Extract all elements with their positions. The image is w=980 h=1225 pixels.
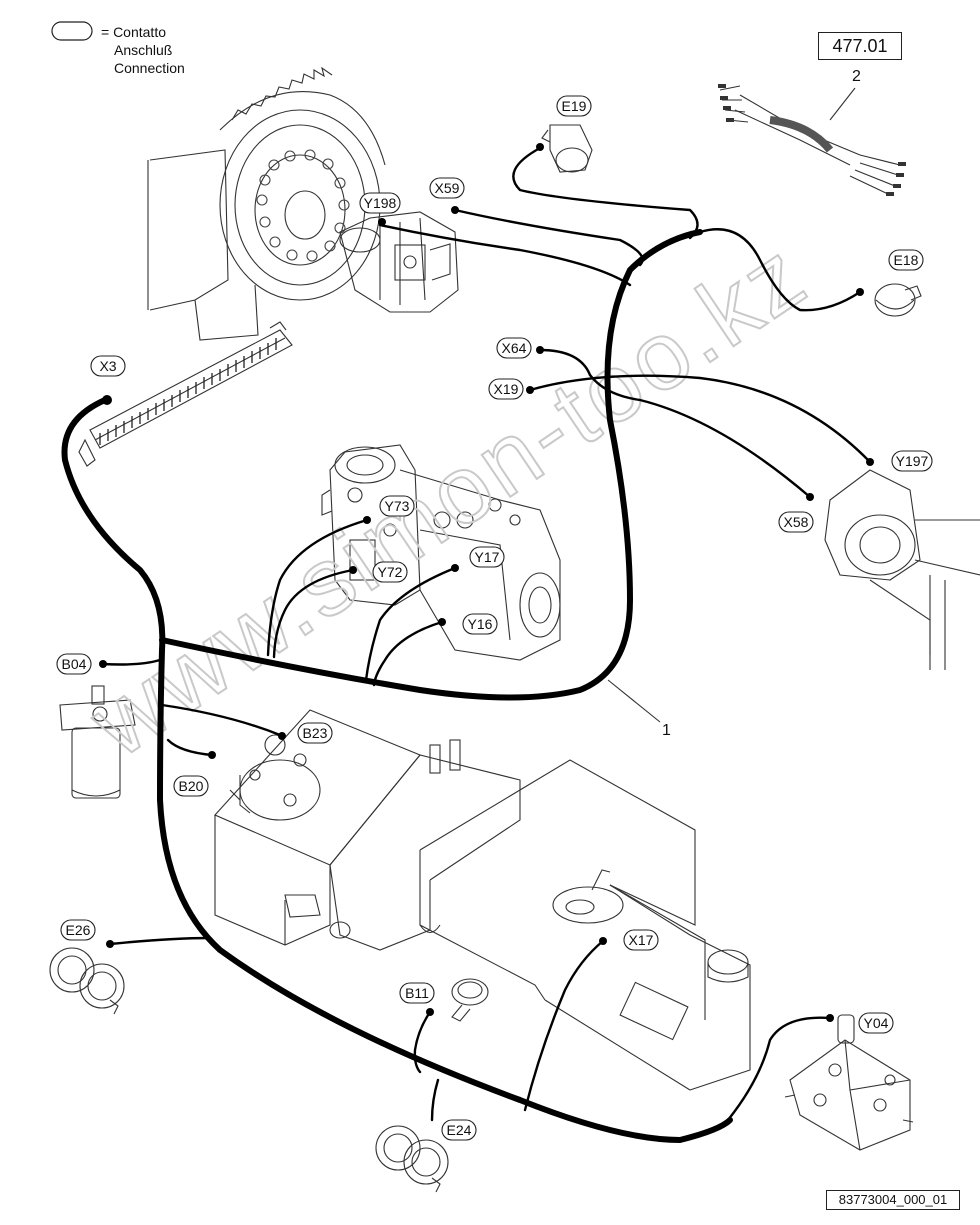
connector-pill-outline (556, 95, 592, 117)
wire-harness (61, 143, 874, 1144)
legend: = Contatto Anschluß Connection (101, 23, 185, 77)
connector-pill-outline (778, 511, 814, 533)
connector-label-x3: X3 (90, 355, 126, 377)
lamp-e24-drawing (375, 1125, 449, 1193)
connector-label-x64: X64 (496, 337, 532, 359)
connector-pill-outline (359, 192, 401, 214)
connector-pill-outline (173, 775, 209, 797)
connector-pill-outline (372, 561, 408, 583)
connector-label-text: X3 (99, 358, 116, 374)
connector-pill-outline (858, 1012, 894, 1034)
connector-label-y73: Y73 (379, 495, 415, 517)
connector-label-y198: Y198 (359, 192, 401, 214)
connector-pill-outline (379, 495, 415, 517)
connector-pill-outline (888, 249, 924, 271)
connector-pill-outline (488, 378, 524, 400)
connector-label-e18: E18 (888, 249, 924, 271)
track-drive-drawing (147, 66, 386, 341)
connector-pill-outline (462, 613, 498, 635)
connector-label-y72: Y72 (372, 561, 408, 583)
right-motor-drawing (824, 469, 980, 670)
callout-leader-2 (829, 87, 856, 121)
harness-branch-top (159, 229, 703, 701)
filter-b04-drawing (59, 685, 136, 799)
connector-label-text: Y198 (364, 195, 397, 211)
connector-label-x58: X58 (778, 511, 814, 533)
reference-box: 477.01 (818, 32, 902, 60)
hydraulic-pump-drawing (321, 444, 561, 661)
connector-label-text: E19 (562, 98, 587, 114)
lamp-e19-drawing (541, 124, 593, 173)
connector-label-text: B04 (62, 656, 87, 672)
lamp-e26-drawing (49, 947, 125, 1015)
connector-pill-outline (399, 982, 435, 1004)
connector-pill-outline (496, 337, 532, 359)
fuel-tank-drawing (419, 759, 751, 1091)
connector-label-y16: Y16 (462, 613, 498, 635)
connector-label-x17: X17 (623, 929, 659, 951)
connector-label-text: Y73 (385, 498, 410, 514)
legend-pill-symbol (51, 21, 93, 41)
connector-label-text: E26 (66, 922, 91, 938)
connector-label-text: Y17 (475, 549, 500, 565)
connector-label-text: E24 (447, 1122, 472, 1138)
callout-leader-1 (607, 679, 661, 723)
connector-label-b11: B11 (399, 982, 435, 1004)
connector-label-text: B11 (405, 985, 429, 1001)
connector-pill-outline (441, 1119, 477, 1141)
connector-pill-outline (469, 546, 505, 568)
component-drawings (49, 66, 980, 1193)
valve-y04-drawing (784, 1014, 914, 1151)
connector-label-e19: E19 (556, 95, 592, 117)
connector-label-y04: Y04 (858, 1012, 894, 1034)
connector-label-b04: B04 (56, 653, 92, 675)
cable-kit-drawing (718, 84, 906, 196)
harness-trunk (61, 397, 733, 1144)
connector-label-e24: E24 (441, 1119, 477, 1141)
connector-label-b23: B23 (297, 722, 333, 744)
connector-label-text: X17 (629, 932, 654, 948)
connector-label-text: X64 (502, 340, 527, 356)
connector-label-text: Y04 (864, 1015, 889, 1031)
connector-label-x19: X19 (488, 378, 524, 400)
connector-label-text: Y197 (896, 453, 929, 469)
connector-pill-outline (297, 722, 333, 744)
travel-motor-drawing (339, 211, 459, 313)
connector-label-text: X19 (494, 381, 519, 397)
callout-harness: 1 (662, 722, 671, 739)
connector-label-text: B23 (303, 725, 328, 741)
connector-label-text: Y72 (378, 564, 403, 580)
connector-label-b20: B20 (173, 775, 209, 797)
connector-label-text: Y16 (468, 616, 493, 632)
connector-pill-outline (56, 653, 92, 675)
connector-pill-outline (60, 919, 96, 941)
connector-label-text: X59 (435, 180, 460, 196)
connector-pill-outline (90, 355, 126, 377)
thin-wires (101, 146, 872, 1122)
connector-label-e26: E26 (60, 919, 96, 941)
connector-label-x59: X59 (429, 177, 465, 199)
sensor-b11-drawing (451, 978, 489, 1022)
connector-pill-outline (429, 177, 465, 199)
connector-label-text: B20 (179, 778, 204, 794)
hydraulic-tank-drawing (214, 709, 521, 951)
connector-pill-outline (623, 929, 659, 951)
connector-label-y197: Y197 (891, 450, 933, 472)
terminal-rail-drawing (78, 321, 293, 467)
connector-label-text: X58 (784, 514, 809, 530)
callout-kit: 2 (852, 68, 861, 85)
connector-dots (99, 143, 874, 1022)
drawing-code: 83773004_000_01 (826, 1190, 960, 1210)
legend-line-contatto: = Contatto (101, 24, 166, 40)
legend-line-connection: Connection (114, 60, 185, 76)
legend-line-anschluss: Anschluß (114, 42, 173, 58)
connector-pill-outline (891, 450, 933, 472)
connector-label-text: E18 (894, 252, 919, 268)
connector-label-y17: Y17 (469, 546, 505, 568)
lamp-e18-drawing (874, 283, 922, 317)
